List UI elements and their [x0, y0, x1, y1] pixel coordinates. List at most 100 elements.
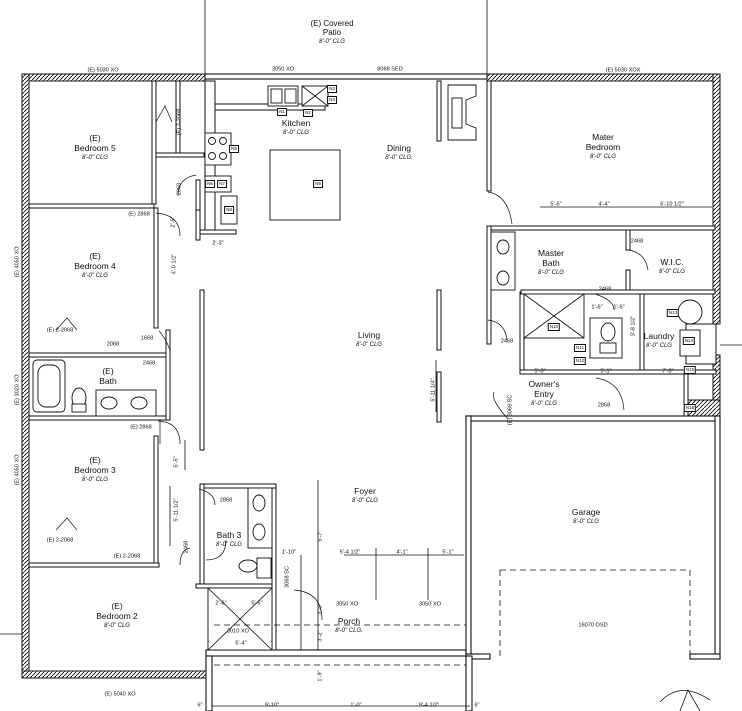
room-label-wic: W.I.C. 8'-0" CLG	[659, 257, 685, 277]
room-label-porch: Porch 8'-0" CLG.	[335, 616, 363, 636]
room-label-bedroom4: (E) Bedroom 4 8'-0" CLG	[74, 251, 116, 281]
door-tag: 2468	[630, 238, 644, 245]
fixture-tag: N10	[547, 323, 561, 331]
north-arrow	[659, 689, 711, 711]
door-tag: (E) 2-2068	[113, 553, 141, 560]
window-tag: (E) 4050 XO	[14, 246, 21, 278]
ceiling-height: 8'-0" CLG	[352, 498, 378, 504]
room-label-master-bath: Master Bath 8'-0" CLG	[538, 248, 564, 278]
dimension: 1'-10"	[281, 549, 297, 556]
window-tag: 3050 XO	[271, 66, 295, 73]
fixture-tag: N14	[682, 337, 696, 345]
window-tag: 3050 XO	[335, 601, 359, 608]
window-tag: (E) 3020 XO	[14, 374, 21, 406]
room-name: Owner's Entry	[528, 379, 560, 399]
window-tag: 3010 XO	[226, 628, 250, 635]
door-tag: 2468	[500, 338, 514, 345]
room-name: Dining	[386, 143, 412, 153]
fixture-tag: N2	[303, 109, 313, 117]
fixture-tag: N11	[573, 344, 587, 352]
ceiling-height: 8'-0" CLG	[82, 155, 108, 161]
room-label-patio: (E) Covered Patio 8'-0" CLG	[310, 19, 353, 47]
dimension: 4'-0 1/2"	[171, 253, 178, 275]
ceiling-height: 8'-0" CLG	[573, 519, 599, 525]
dimension: 3'-0"	[317, 603, 324, 615]
dimension: 9'-4 1/2"	[418, 702, 440, 709]
window-tag: (E) 5040 XO	[104, 691, 136, 698]
door-tag: 2068	[106, 341, 120, 348]
dimension: 6"	[197, 702, 203, 709]
dimension: 4'-1"	[396, 549, 408, 556]
dimension: 2'-3"	[212, 240, 224, 247]
room-label-bedroom3: (E) Bedroom 3 8'-0" CLG	[74, 455, 116, 485]
ceiling-height: 8'-0" CLG	[646, 343, 672, 349]
dimension: 1'-6"	[591, 304, 603, 311]
dimension: 5'-1"	[600, 368, 612, 375]
ceiling-height: 8'-0" CLG	[659, 269, 685, 275]
dimension: 1'-6"	[613, 304, 625, 311]
room-name: W.I.C.	[660, 257, 684, 267]
room-name: (E) Bedroom 5	[74, 133, 116, 153]
dimension: 3'-2"	[317, 630, 324, 642]
room-name: (E) Bedroom 2	[96, 601, 138, 621]
door-tag: (E) 2-2068	[46, 537, 74, 544]
ceiling-height: 8'-0" CLG	[283, 130, 309, 136]
room-label-laundry: Laundry 8'-0" CLG	[644, 331, 675, 351]
room-name: Living	[357, 330, 381, 340]
door-tag: 2868	[597, 402, 611, 409]
dimension: 5'-4 1/2"	[339, 549, 361, 556]
door-tag: 3068 SC	[284, 566, 291, 588]
ceiling-height: 8'-0" CLG	[82, 477, 108, 483]
door-tag: 1668	[140, 335, 154, 342]
room-name: Porch	[337, 616, 361, 626]
dimension: 5'-11 1/2"	[173, 498, 180, 522]
fixture-tag: N5	[229, 145, 239, 153]
room-name: (E) Covered Patio	[310, 19, 354, 37]
room-label-kitchen: Kitchen 8'-0" CLG	[282, 118, 310, 138]
door-tag: (E) 2-2068	[46, 327, 74, 334]
dimension: 7'-0"	[662, 368, 674, 375]
bath-fixtures	[32, 231, 703, 651]
dimension: 6'-10 1/2"	[660, 201, 684, 208]
fixture-tag: N12	[573, 357, 587, 365]
room-name: (E) Bedroom 3	[74, 455, 116, 475]
fixture-tag: N16	[683, 404, 697, 412]
dimension: 5'-1"	[442, 549, 454, 556]
door-tag: 2868	[176, 182, 183, 196]
ceiling-height: 8'-0" CLG.	[335, 628, 363, 634]
door-swings	[55, 105, 649, 621]
room-label-foyer: Foyer 8'-0" CLG	[352, 486, 378, 506]
ceiling-height: 8'-0" CLG	[531, 401, 557, 407]
room-label-owners-entry: Owner's Entry 8'-0" CLG	[529, 379, 560, 409]
ceiling-height: 8'-0" CLG	[216, 542, 242, 548]
dimension: 5'-0"	[534, 368, 546, 375]
door-tag: 2468	[183, 540, 190, 554]
dimension: 5'-5"	[251, 600, 263, 607]
room-name: Mater Bedroom	[585, 132, 621, 152]
door-tag: 2468	[598, 286, 612, 293]
fixture-tag: N8	[224, 206, 234, 214]
kitchen-island	[269, 149, 341, 221]
door-tag: (E) 2-2068	[176, 108, 183, 136]
ceiling-height: 8'-0" CLG	[104, 623, 130, 629]
room-label-bath3: Bath 3 8'-0" CLG	[216, 530, 242, 550]
door-tag: 2868	[219, 497, 233, 504]
ceiling-height: 8'-0" CLG	[319, 39, 345, 45]
fireplace	[447, 84, 477, 141]
ceiling-height: 8'-0" CLG	[538, 270, 564, 276]
dimension: 5'-6"	[550, 201, 562, 208]
fixture-tag: N15	[683, 366, 697, 374]
room-name: (E) Bedroom 4	[74, 251, 116, 271]
window-tag: (E) 4050 XO	[14, 454, 21, 486]
ceiling-height: 8'-0" CLG	[356, 342, 382, 348]
dimension: 6"	[474, 702, 480, 709]
window-tag: (E) 5030 XOX	[605, 67, 641, 74]
dimension-lines	[0, 206, 742, 707]
ceiling-height: 8'-0" CLG	[590, 154, 616, 160]
room-name: Kitchen	[281, 118, 311, 128]
window-tag: 16070 OSD	[578, 622, 608, 629]
fixture-tag: N4	[327, 96, 337, 104]
dimension: 5'-4"	[235, 640, 247, 647]
fixture-tag: N3	[327, 85, 337, 93]
room-name: Master Bath	[538, 248, 564, 268]
